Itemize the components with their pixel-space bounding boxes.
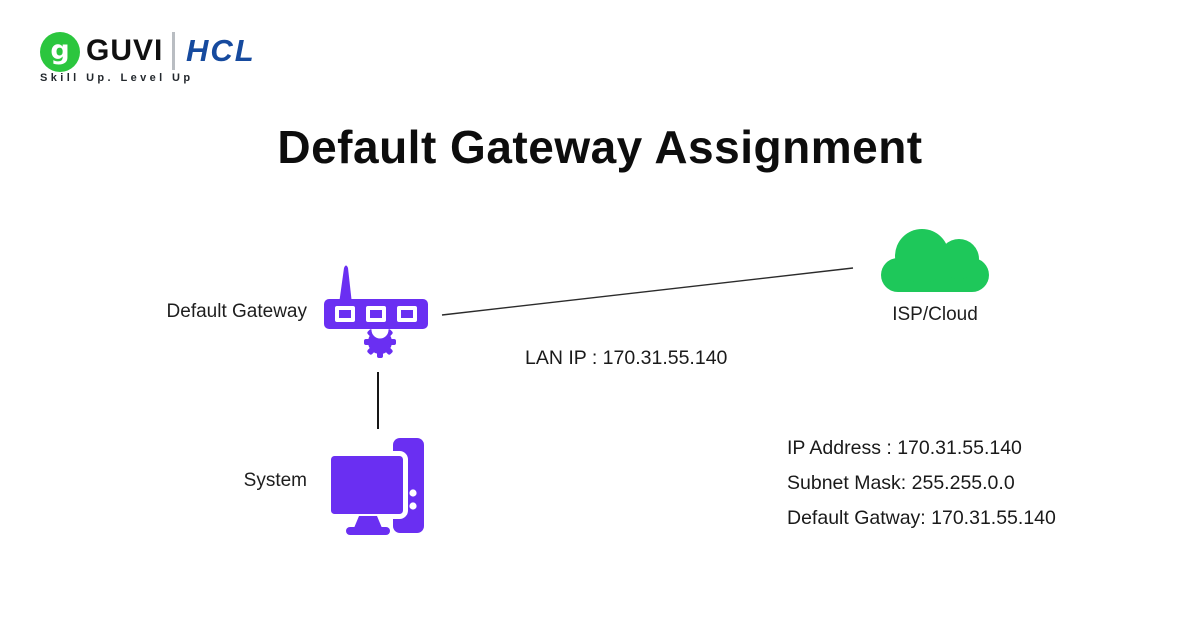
computer-icon: [326, 436, 432, 536]
brand-divider: [172, 32, 175, 70]
cloud-icon: [881, 227, 991, 293]
cloud-label: ISP/Cloud: [892, 304, 978, 325]
page-title: Default Gateway Assignment: [277, 121, 923, 173]
hcl-wordmark: HCL: [186, 33, 256, 68]
default-gateway-line: Default Gatway: 170.31.55.140: [787, 507, 1056, 529]
lan-ip-annotation: LAN IP : 170.31.55.140: [525, 347, 728, 369]
ip-address-line: IP Address : 170.31.55.140: [787, 437, 1022, 459]
gateway-cloud-link: [441, 267, 854, 316]
router-icon: [322, 260, 432, 362]
guvi-logo-icon: g: [40, 32, 80, 72]
guvi-wordmark: GUVI: [86, 34, 164, 67]
subnet-mask-line: Subnet Mask: 255.255.0.0: [787, 472, 1015, 494]
guvi-logo-letter: g: [50, 34, 70, 66]
gateway-label: Default Gateway: [166, 301, 307, 322]
brand-tagline: Skill Up. Level Up: [40, 72, 194, 84]
system-label: System: [243, 470, 307, 491]
brand-header: g GUVI HCL Skill Up. Level Up: [0, 0, 420, 100]
network-details: IP Address : 170.31.55.140 Subnet Mask: …: [787, 431, 1056, 536]
